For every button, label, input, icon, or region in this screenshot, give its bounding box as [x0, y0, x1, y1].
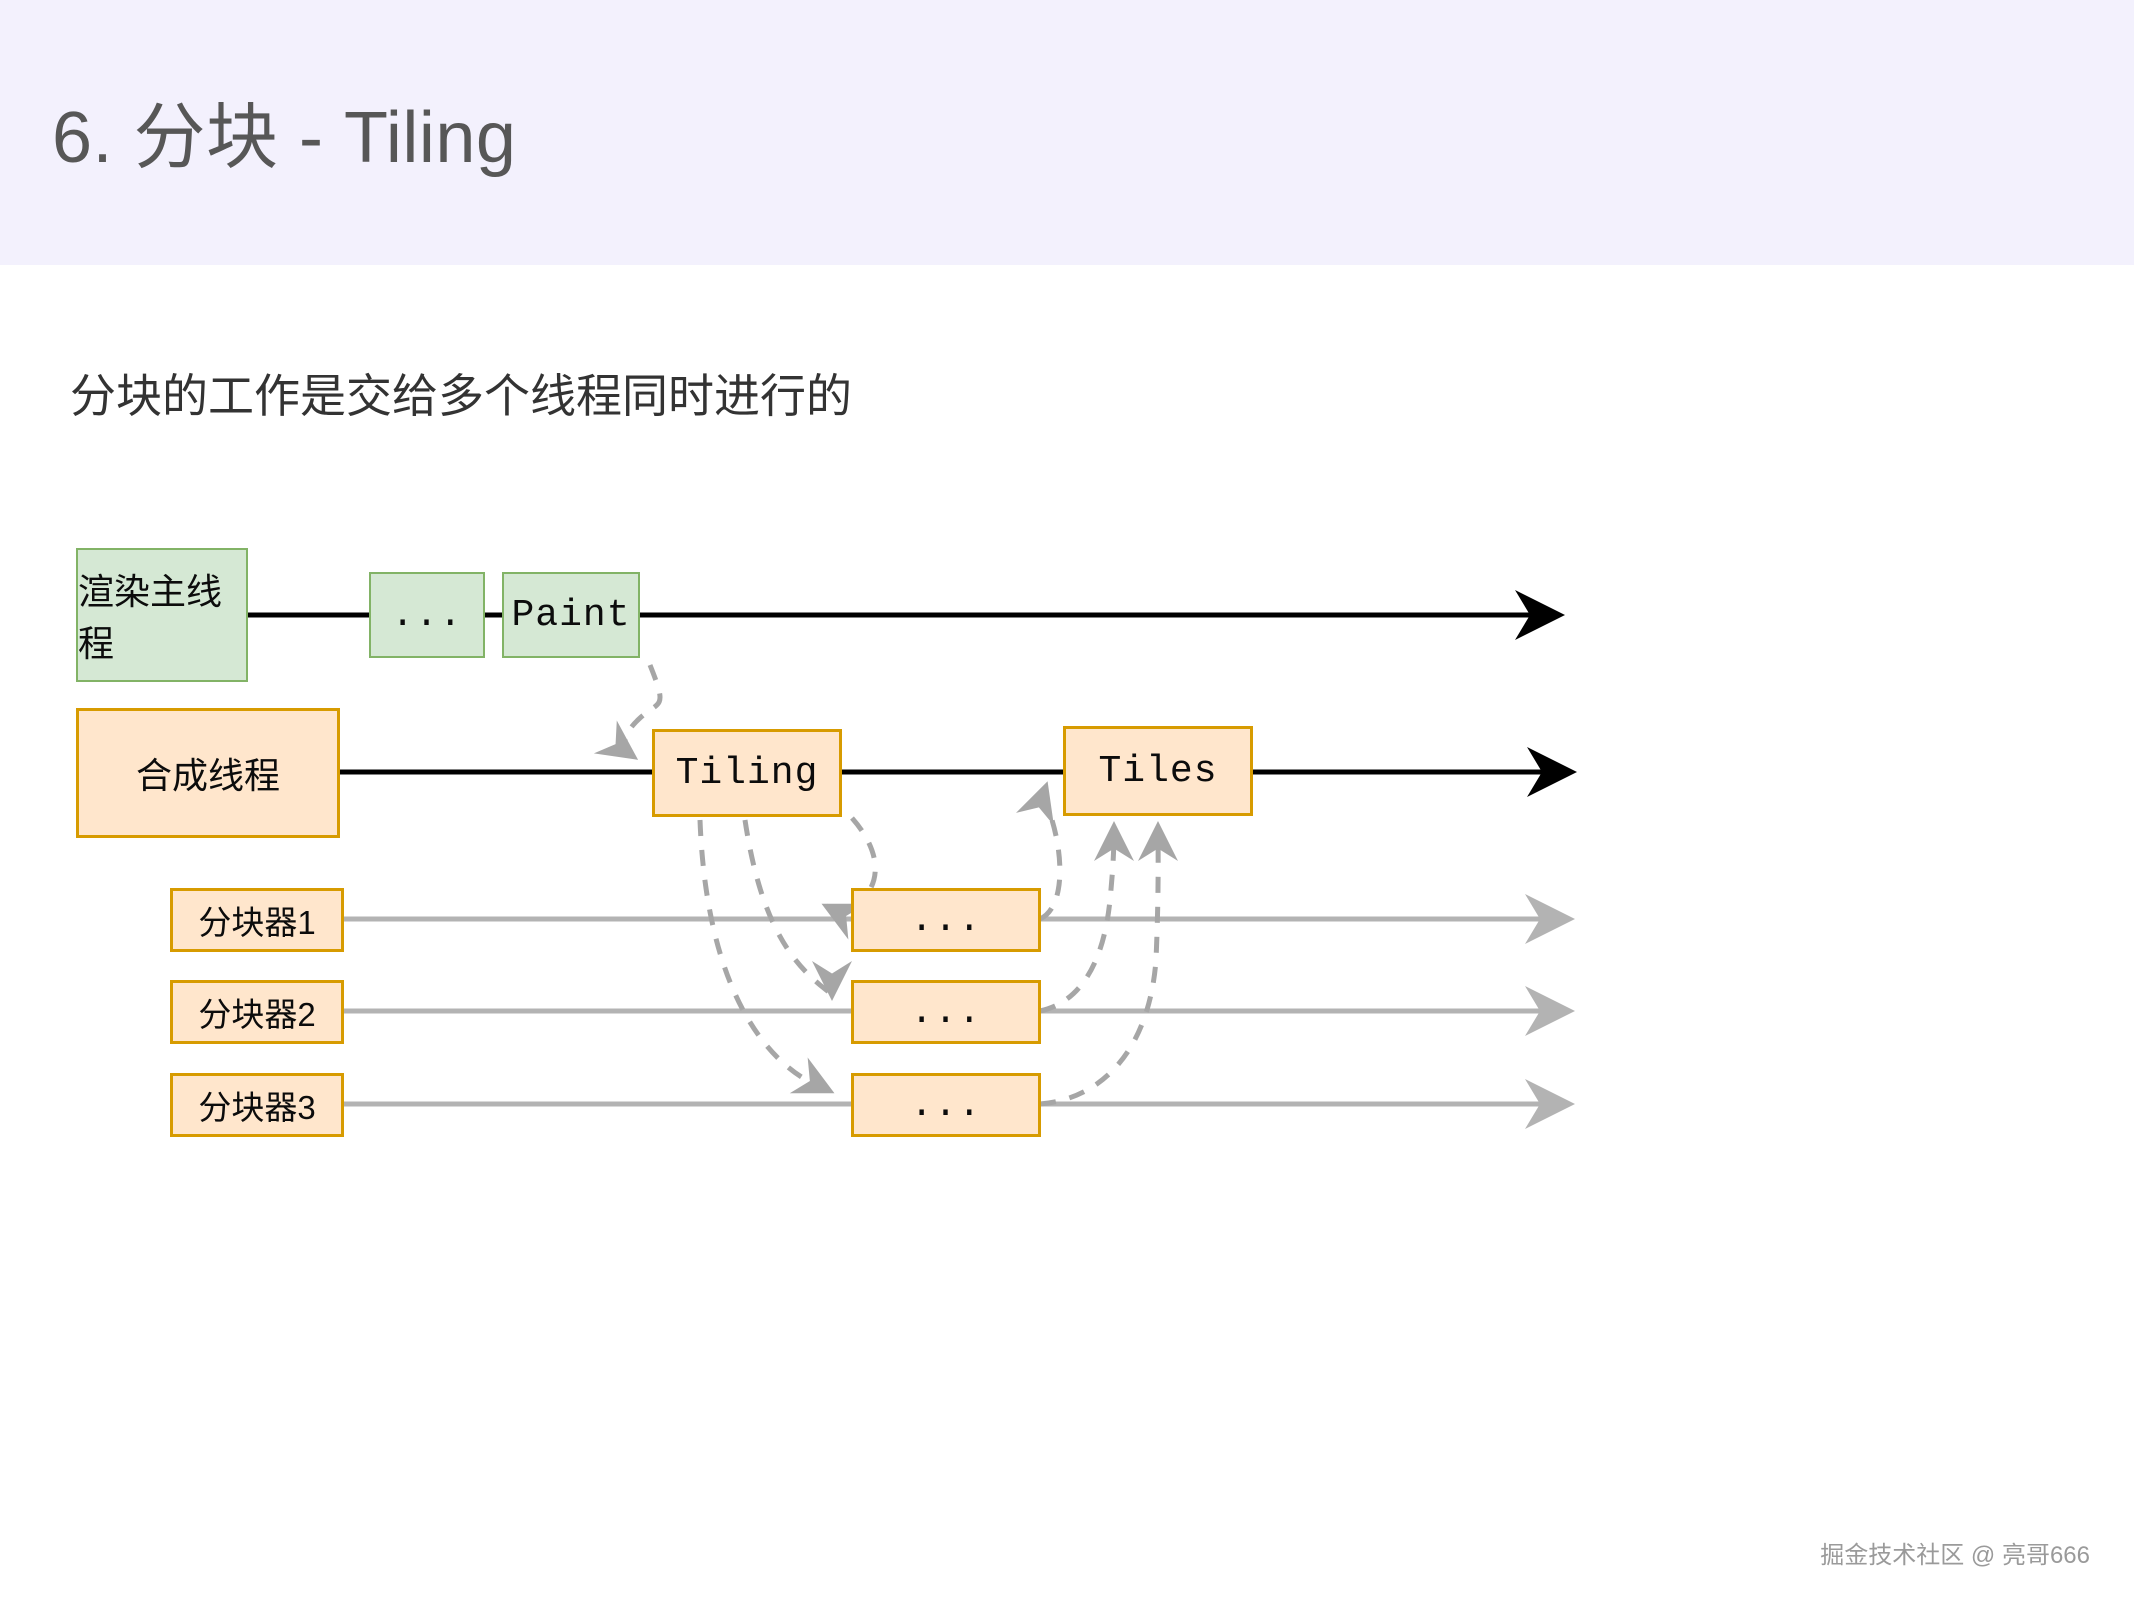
step-tiler-1-work[interactable]: ... [851, 888, 1041, 952]
lane-label-tiler-2[interactable]: 分块器2 [170, 980, 344, 1044]
step-tiler-3-work[interactable]: ... [851, 1073, 1041, 1137]
page-title: 6. 分块 - Tiling [52, 98, 517, 178]
dashed-arrow-paint-to-tiling [593, 664, 663, 760]
slide-header-band [0, 0, 2134, 265]
lane-label-render-main-thread[interactable]: 渲染主线程 [76, 548, 248, 682]
step-label-text: ... [910, 1083, 982, 1127]
step-label-text: Paint [511, 593, 631, 637]
step-paint[interactable]: Paint [502, 572, 640, 658]
dashed-arrows-tilers-to-tiles [1015, 781, 1179, 1107]
lane-label-text: 合成线程 [135, 755, 280, 796]
step-label-text: ... [391, 593, 463, 637]
footer-credit: 掘金技术社区 @ 亮哥666 [1820, 1542, 2090, 1569]
lane-label-compositor-thread[interactable]: 合成线程 [76, 708, 340, 838]
step-label-text: ... [910, 990, 982, 1034]
lane-label-text: 分块器3 [198, 1089, 316, 1126]
lane-label-text: 分块器2 [198, 996, 316, 1033]
slide-subtitle: 分块的工作是交给多个线程同时进行的 [70, 370, 852, 422]
step-tiling[interactable]: Tiling [652, 729, 842, 817]
lane-label-text: 渲染主线程 [78, 571, 223, 664]
step-label-text: Tiling [675, 751, 819, 795]
step-label-text: Tiles [1098, 749, 1218, 793]
step-label-text: ... [910, 898, 982, 942]
step-render-ellipsis[interactable]: ... [369, 572, 485, 658]
step-tiles[interactable]: Tiles [1063, 726, 1253, 816]
lane-label-text: 分块器1 [198, 904, 316, 941]
lane-label-tiler-1[interactable]: 分块器1 [170, 888, 344, 952]
dashed-arrows-tiling-to-tilers [697, 816, 878, 1094]
lane-label-tiler-3[interactable]: 分块器3 [170, 1073, 344, 1137]
step-tiler-2-work[interactable]: ... [851, 980, 1041, 1044]
